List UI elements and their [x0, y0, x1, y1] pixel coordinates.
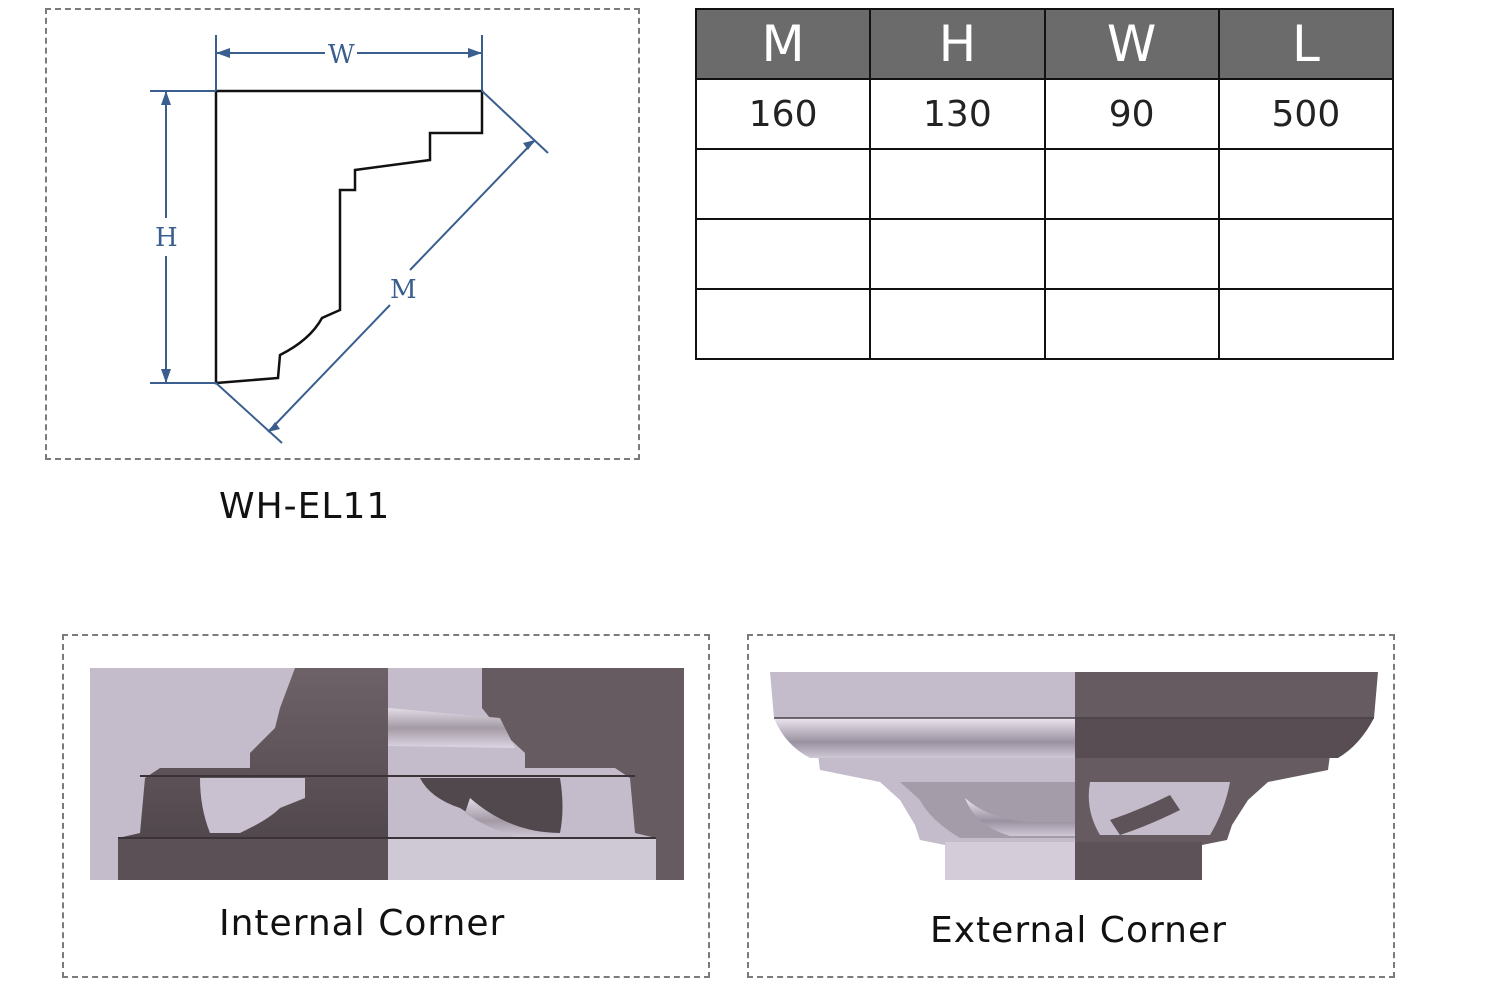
internal-corner-frame	[62, 634, 710, 978]
table-cell	[694, 288, 872, 360]
internal-corner-caption: Internal Corner	[219, 903, 506, 944]
table-row: 160 130 90 500	[694, 78, 1395, 150]
m-label: M	[390, 275, 417, 305]
internal-corner-render	[90, 668, 684, 880]
external-corner-caption: External Corner	[930, 910, 1227, 951]
table-cell	[869, 288, 1046, 360]
table-cell	[694, 148, 872, 220]
table-row	[694, 148, 1395, 220]
profile-drawing-frame	[45, 8, 640, 460]
table-cell: 500	[1217, 78, 1395, 150]
table-cell	[1043, 148, 1220, 220]
table-cell	[869, 148, 1046, 220]
table-header-row: M H W L	[694, 8, 1395, 80]
profile-drawing: W H M	[150, 35, 549, 444]
h-label: H	[155, 223, 178, 253]
header-l: L	[1217, 8, 1395, 80]
table-row	[694, 288, 1395, 360]
table-cell: 130	[869, 78, 1046, 150]
table-cell	[1043, 218, 1220, 290]
table-cell	[1217, 218, 1395, 290]
m-dimension-line	[409, 139, 536, 271]
header-m: M	[694, 8, 872, 80]
table-cell	[694, 218, 872, 290]
external-corner-frame	[747, 634, 1395, 978]
table-cell: 90	[1043, 78, 1220, 150]
table-cell	[869, 218, 1046, 290]
header-w: W	[1043, 8, 1220, 80]
table-cell	[1217, 148, 1395, 220]
external-corner-render	[770, 672, 1378, 880]
table-row	[694, 218, 1395, 290]
table-cell	[1043, 288, 1220, 360]
table-cell: 160	[694, 78, 872, 150]
header-h: H	[869, 8, 1046, 80]
spec-table: M H W L 160 130 90 500	[694, 8, 1395, 360]
w-label: W	[328, 40, 355, 70]
table-cell	[1217, 288, 1395, 360]
molding-profile	[214, 89, 484, 385]
model-name: WH-EL11	[219, 486, 391, 527]
